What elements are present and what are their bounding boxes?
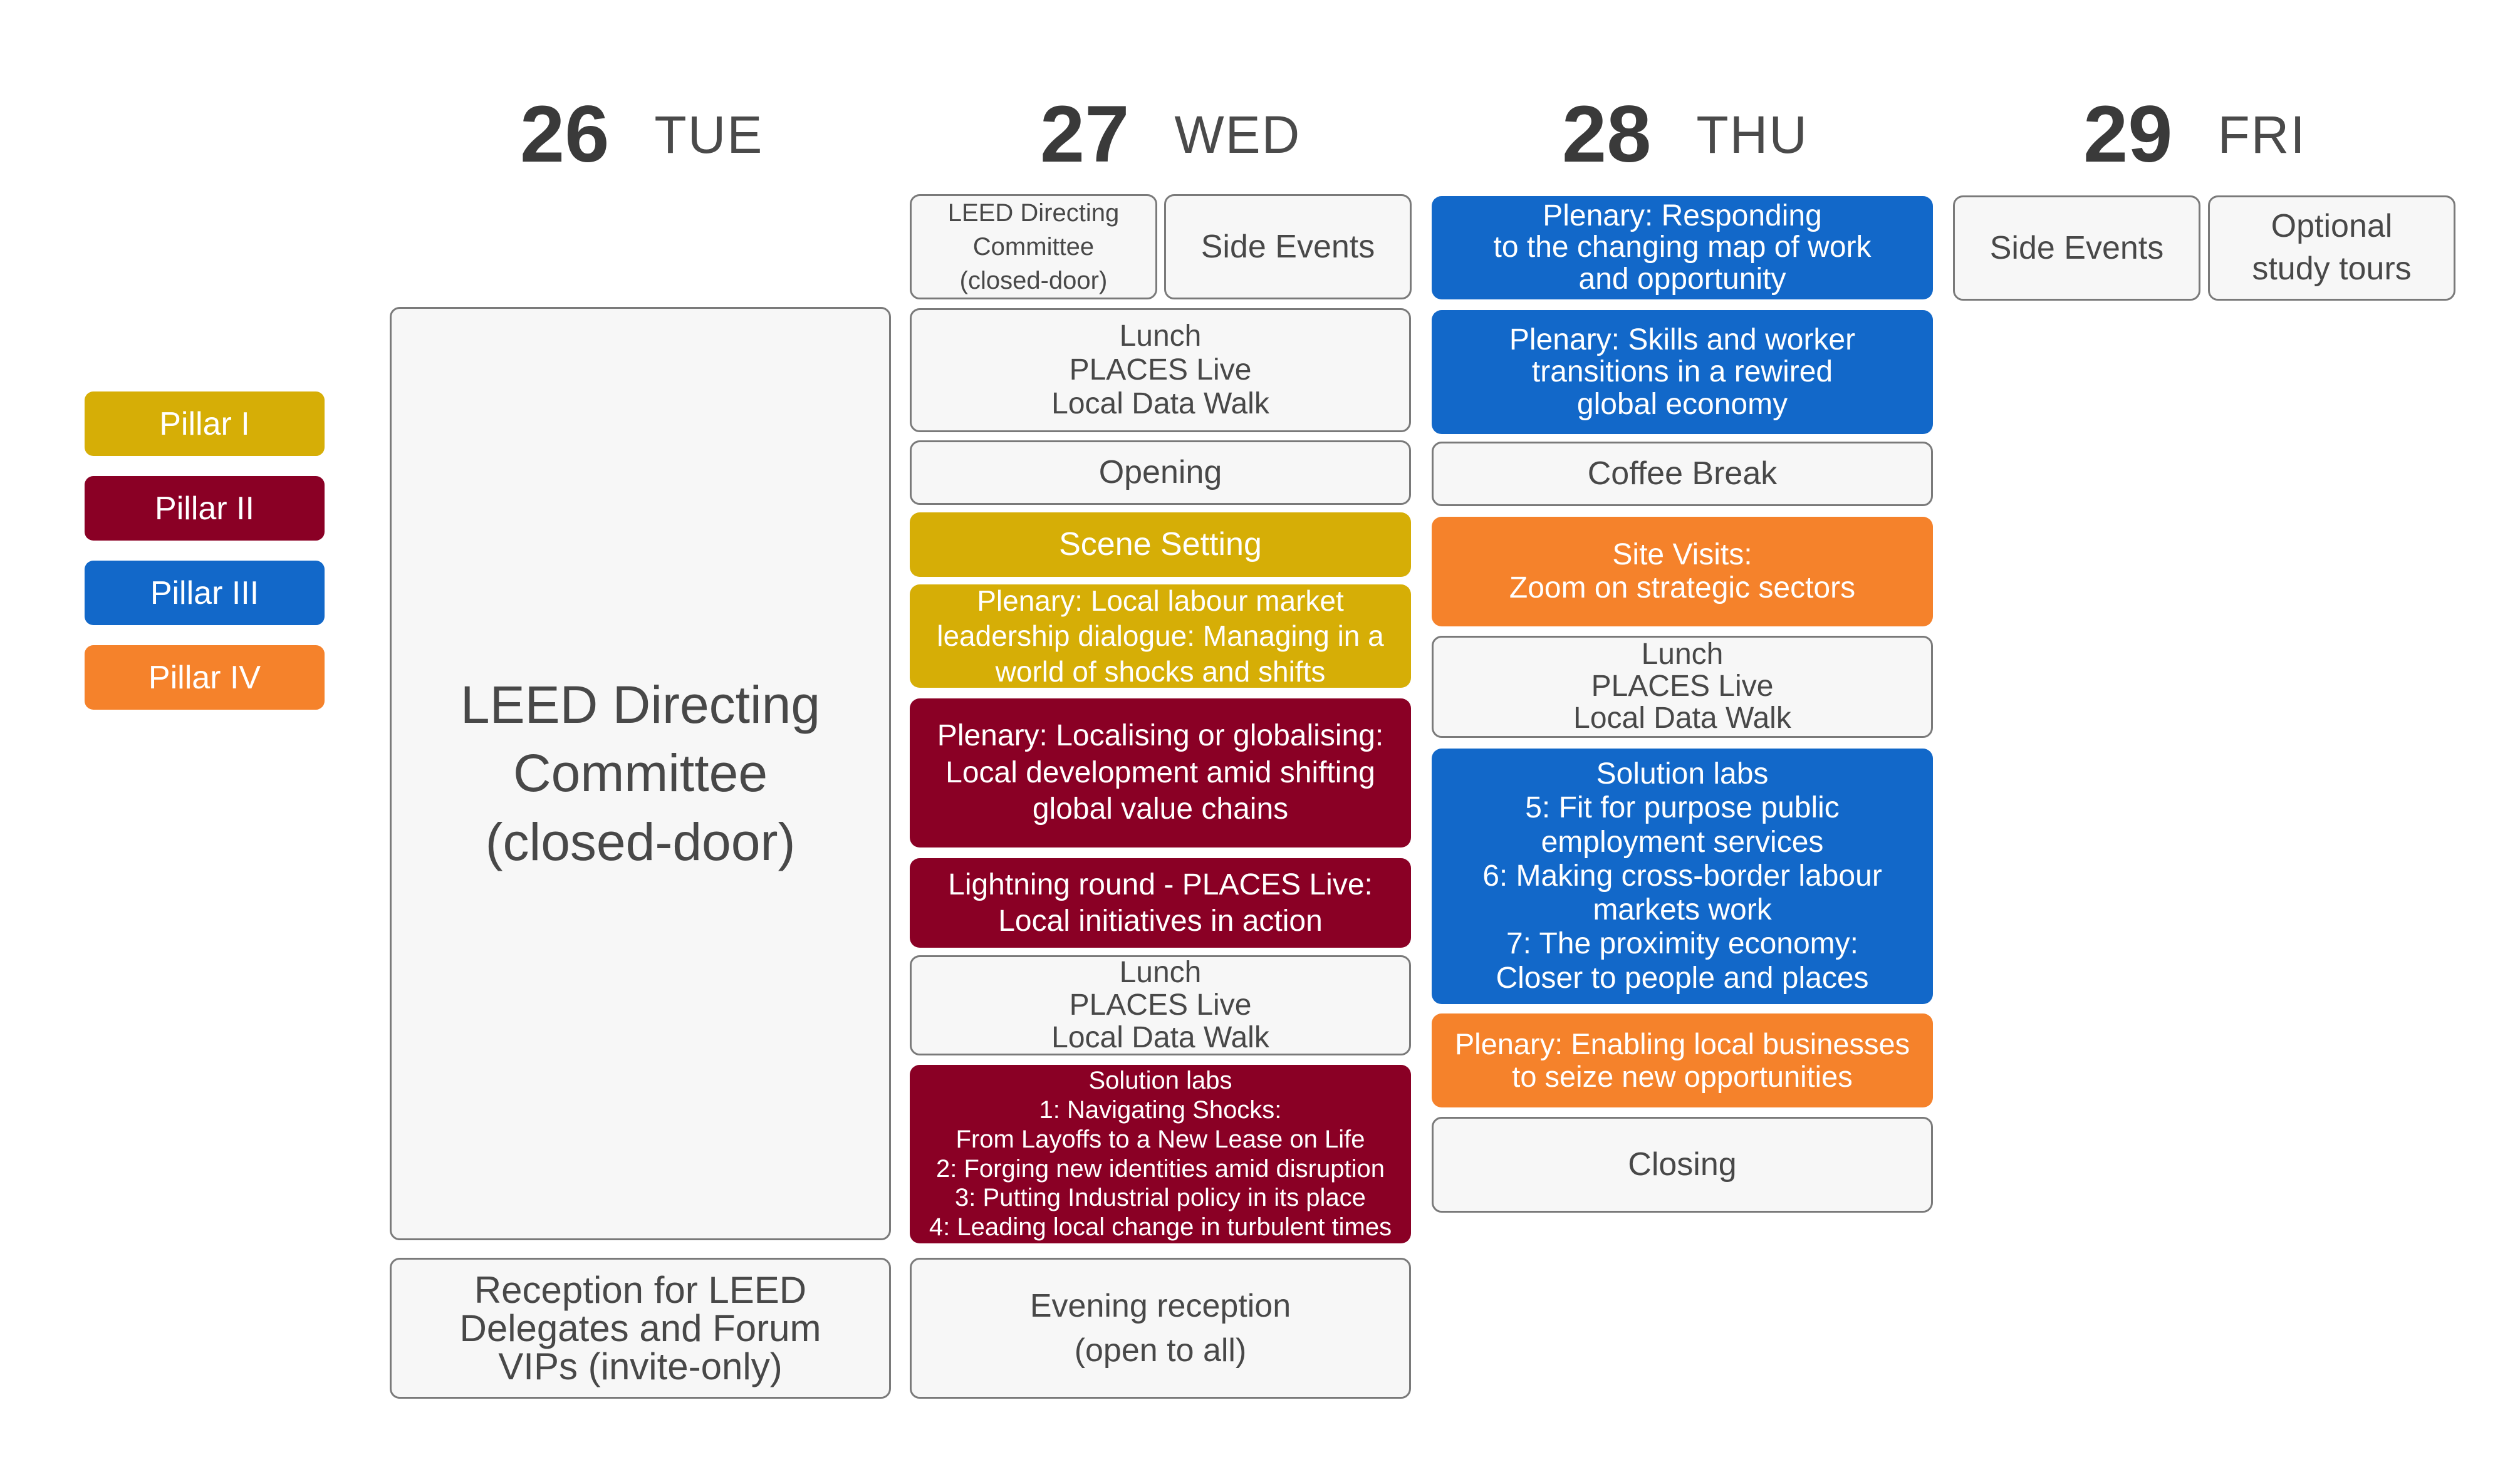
- fri-side-events: Side Events: [1953, 195, 2200, 301]
- day-name: THU: [1696, 105, 1809, 164]
- wed-directing-committee: LEED Directing Committee (closed-door): [910, 194, 1157, 299]
- thu-plenary-skills: Plenary: Skills and worker transitions i…: [1432, 310, 1933, 434]
- thu-site-visits: Site Visits: Zoom on strategic sectors: [1432, 517, 1933, 626]
- wed-side-events: Side Events: [1164, 194, 1412, 299]
- day-name: FRI: [2217, 105, 2306, 164]
- legend-pillar-4: Pillar IV: [85, 645, 325, 710]
- thu-solution-labs: Solution labs 5: Fit for purpose public …: [1432, 749, 1933, 1004]
- wed-opening: Opening: [910, 440, 1411, 505]
- day-number: 28: [1562, 90, 1652, 179]
- wed-lightning-round: Lightning round - PLACES Live: Local ini…: [910, 858, 1411, 948]
- wed-lunch-1: Lunch PLACES Live Local Data Walk: [910, 308, 1411, 432]
- tue-directing-committee: LEED Directing Committee (closed-door): [390, 307, 891, 1240]
- wed-plenary-localising: Plenary: Localising or globalising: Loca…: [910, 698, 1411, 847]
- thu-lunch: Lunch PLACES Live Local Data Walk: [1432, 636, 1933, 738]
- wed-solution-labs: Solution labs 1: Navigating Shocks: From…: [910, 1065, 1411, 1243]
- wed-plenary-labour-market: Plenary: Local labour market leadership …: [910, 584, 1411, 688]
- day-header-tue: 26 TUE: [520, 81, 763, 188]
- day-number: 29: [2083, 90, 2173, 179]
- wed-lunch-2: Lunch PLACES Live Local Data Walk: [910, 955, 1411, 1055]
- day-name: TUE: [654, 105, 764, 164]
- wed-scene-setting: Scene Setting: [910, 512, 1411, 577]
- thu-coffee-break: Coffee Break: [1432, 442, 1933, 506]
- day-header-fri: 29 FRI: [2083, 81, 2306, 188]
- thu-plenary-changing-map: Plenary: Responding to the changing map …: [1432, 196, 1933, 299]
- legend-label: Pillar III: [150, 574, 259, 611]
- fri-optional-study-tours: Optional study tours: [2208, 195, 2455, 301]
- day-header-wed: 27 WED: [1040, 81, 1301, 188]
- day-header-thu: 28 THU: [1562, 81, 1808, 188]
- day-number: 27: [1040, 90, 1130, 179]
- thu-plenary-local-businesses: Plenary: Enabling local businesses to se…: [1432, 1013, 1933, 1107]
- day-name: WED: [1174, 105, 1301, 164]
- wed-evening-reception: Evening reception (open to all): [910, 1258, 1411, 1399]
- tue-reception: Reception for LEED Delegates and Forum V…: [390, 1258, 891, 1399]
- legend-label: Pillar II: [155, 490, 254, 527]
- legend-pillar-3: Pillar III: [85, 561, 325, 625]
- legend-label: Pillar IV: [148, 659, 261, 696]
- legend-pillar-1: Pillar I: [85, 391, 325, 456]
- day-number: 26: [520, 90, 610, 179]
- legend-pillar-2: Pillar II: [85, 476, 325, 541]
- thu-closing: Closing: [1432, 1117, 1933, 1213]
- legend-label: Pillar I: [159, 405, 250, 442]
